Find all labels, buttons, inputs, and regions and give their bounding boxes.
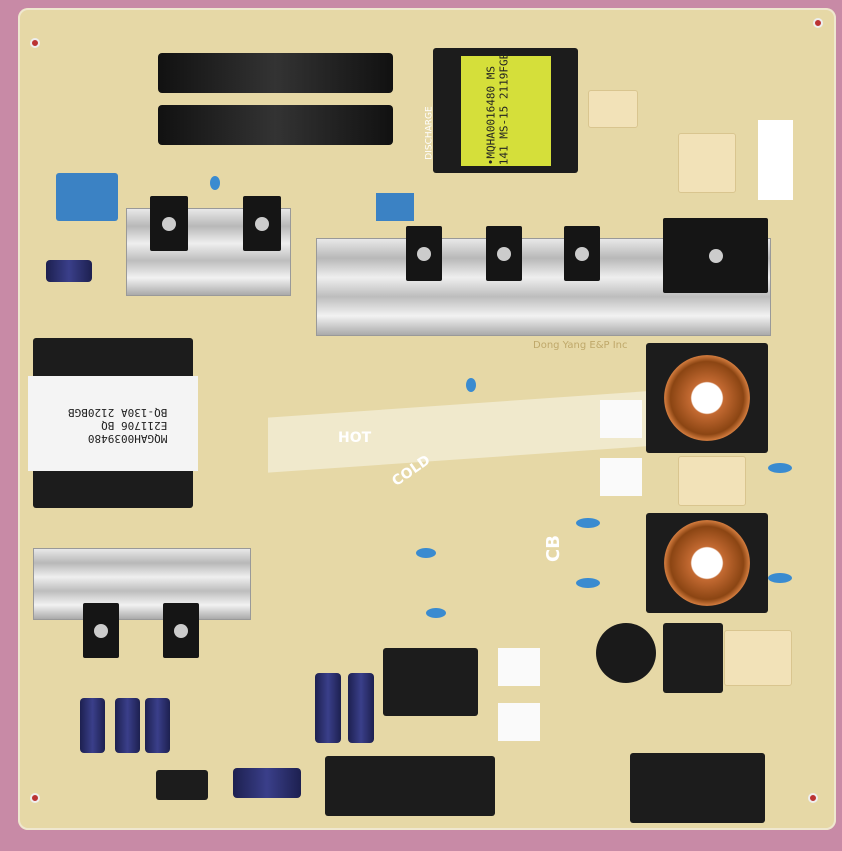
mounting-hole — [30, 38, 40, 48]
x-capacitor — [724, 630, 792, 686]
mosfet — [83, 603, 119, 658]
electrolytic-capacitor — [80, 698, 105, 753]
electrolytic-capacitor — [348, 673, 374, 743]
x-capacitor — [678, 456, 746, 506]
power-resistor — [158, 53, 393, 93]
mounting-hole — [30, 793, 40, 803]
maker-label: Dong Yang E&P Inc — [533, 340, 628, 351]
power-resistor — [158, 105, 393, 145]
transformer-text: •MQHA0016480 MS — [484, 65, 498, 166]
mosfet — [406, 226, 442, 281]
thermistor — [600, 458, 642, 496]
thermistor — [498, 703, 540, 741]
bridge-rectifier — [663, 218, 768, 293]
power-supply-board: HOT COLD CB Dong Yang E&P Inc DISCHARGE … — [18, 8, 836, 830]
mounting-hole — [808, 793, 818, 803]
mosfet — [150, 196, 188, 251]
electrolytic-capacitor — [233, 768, 301, 798]
mounting-hole — [813, 18, 823, 28]
mosfet — [243, 196, 281, 251]
ceramic-capacitor — [466, 378, 476, 392]
mosfet — [486, 226, 522, 281]
x-capacitor — [56, 173, 118, 221]
electrolytic-capacitor — [145, 698, 170, 753]
ac-input-connector — [630, 753, 765, 823]
thermistor — [498, 648, 540, 686]
mosfet — [163, 603, 199, 658]
standby-transformer: MQGAH0039480 E211706 BQ BQ-130A 2120BGB — [28, 338, 198, 508]
ceramic-capacitor — [576, 578, 600, 588]
transformer-text: BQ-130A 2120BGB — [68, 406, 168, 419]
common-mode-choke — [646, 343, 768, 453]
relay — [678, 133, 736, 193]
output-connector — [325, 756, 495, 816]
transformer-text: E211706 BQ — [101, 419, 168, 432]
ceramic-capacitor — [210, 176, 220, 190]
pfc-inductor — [383, 648, 478, 716]
qr-label — [758, 120, 793, 200]
electrolytic-capacitor — [46, 260, 92, 282]
ceramic-capacitor — [768, 463, 792, 473]
y-capacitor — [588, 90, 638, 128]
ceramic-capacitor — [426, 608, 446, 618]
transformer-text: MQGAH0039480 — [87, 432, 168, 445]
cb-label: CB — [542, 535, 564, 562]
main-transformer: •MQHA0016480 MS 141 MS-15 2119FGB — [433, 48, 578, 173]
heatsink — [33, 548, 251, 620]
common-mode-choke — [646, 513, 768, 613]
electrolytic-capacitor — [115, 698, 140, 753]
transformer-text: 141 MS-15 2119FGB — [497, 52, 511, 166]
film-capacitor — [376, 193, 414, 221]
hot-label: HOT — [338, 430, 372, 446]
ceramic-capacitor — [416, 548, 436, 558]
ceramic-capacitor — [576, 518, 600, 528]
mosfet — [564, 226, 600, 281]
inductor — [663, 623, 723, 693]
thermistor — [600, 400, 642, 438]
ceramic-capacitor — [768, 573, 792, 583]
varistor — [596, 623, 656, 683]
electrolytic-capacitor — [315, 673, 341, 743]
connector — [156, 770, 208, 800]
